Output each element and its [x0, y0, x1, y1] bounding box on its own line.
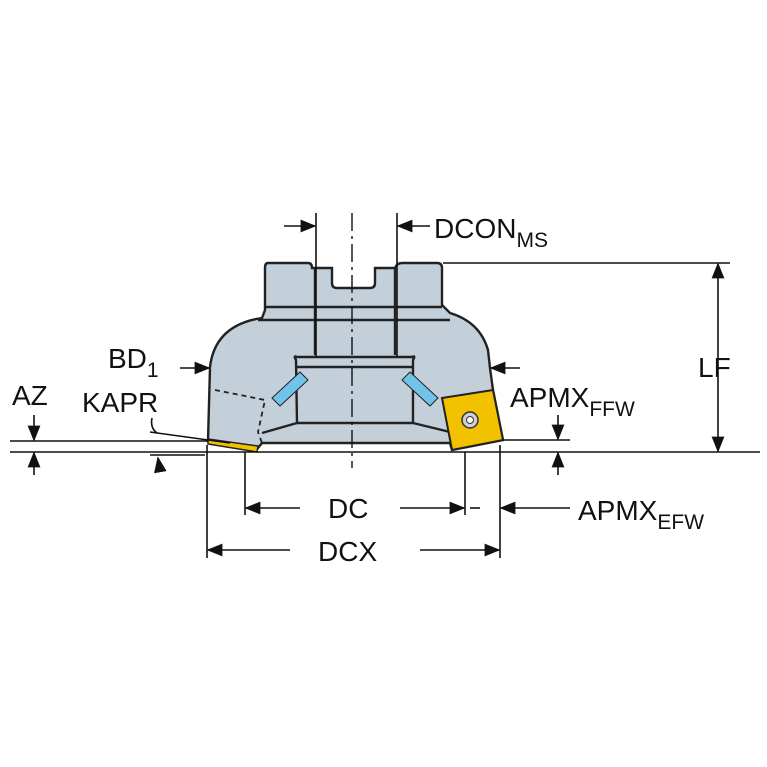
label-dcon: DCONMS — [434, 213, 548, 252]
label-az: AZ — [12, 380, 48, 411]
insert-right — [440, 388, 505, 452]
label-dcx: DCX — [318, 536, 377, 567]
label-kapr: KAPR — [82, 387, 158, 418]
label-dc: DC — [328, 493, 368, 524]
label-lf: LF — [698, 352, 731, 383]
label-apmx-efw: APMXEFW — [578, 495, 704, 534]
label-apmx-ffw: APMXFFW — [510, 382, 635, 421]
dimension-lines — [10, 213, 760, 558]
label-bd1: BD1 — [108, 343, 159, 382]
coolant-channels — [271, 371, 439, 407]
